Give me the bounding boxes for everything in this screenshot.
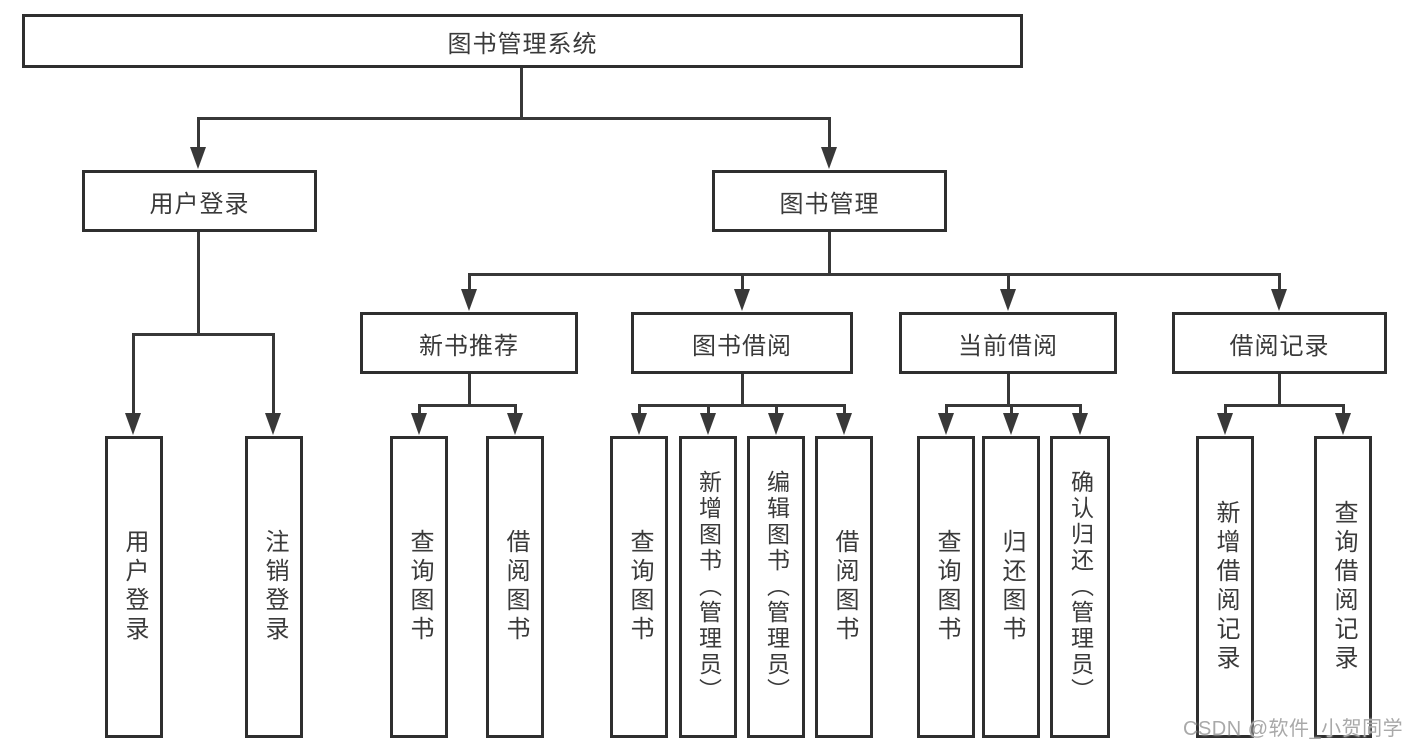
connector-user-login-rail: [132, 333, 275, 336]
connector-leaf-drop: [945, 404, 948, 415]
arrow-down-icon: [1335, 413, 1351, 435]
leaf-query-book-borrowing: 查询图书: [610, 436, 668, 738]
csdn-watermark: CSDN @软件_小贺同学: [1183, 718, 1404, 740]
node-label: 确认归还（管理员）: [1067, 470, 1094, 704]
connector-user-login-stem: [197, 232, 200, 336]
arrow-down-icon: [265, 413, 281, 435]
connector-leaf-drop: [707, 404, 710, 415]
node-user-login-branch: 用户登录: [82, 170, 317, 232]
connector-root-rail: [197, 117, 831, 120]
arrow-down-icon: [507, 413, 523, 435]
node-book-management-branch: 图书管理: [712, 170, 947, 232]
arrow-down-icon: [1000, 289, 1016, 311]
node-label: 借阅图书: [831, 529, 858, 645]
node-label: 新增图书（管理员）: [695, 470, 722, 704]
node-label: 图书管理系统: [447, 30, 598, 58]
node-label: 查询借阅记录: [1330, 500, 1357, 674]
leaf-edit-book-admin: 编辑图书（管理员）: [747, 436, 805, 738]
connector-leaf-drop: [843, 404, 846, 415]
arrow-down-icon: [836, 413, 852, 435]
node-label: 查询图书: [626, 529, 653, 645]
node-label: 图书借阅: [692, 332, 792, 360]
connector-to-book-management: [828, 117, 831, 149]
arrow-down-icon: [1003, 413, 1019, 435]
node-label: 归还图书: [998, 529, 1025, 645]
connector-to-book-borrow: [741, 273, 744, 291]
connector-leaf-drop: [775, 404, 778, 415]
connector-to-logout-leaf: [272, 333, 275, 415]
connector-borrow-record-rail: [1224, 404, 1344, 407]
connector-to-user-login: [197, 117, 200, 149]
arrow-down-icon: [1072, 413, 1088, 435]
leaf-add-borrow-record: 新增借阅记录: [1196, 436, 1254, 738]
node-borrowing-records: 借阅记录: [1172, 312, 1387, 374]
leaf-query-book-current: 查询图书: [917, 436, 975, 738]
leaf-query-borrow-record: 查询借阅记录: [1314, 436, 1372, 738]
node-new-book-recommend: 新书推荐: [360, 312, 578, 374]
connector-current-borrow-rail: [945, 404, 1082, 407]
arrow-down-icon: [411, 413, 427, 435]
arrow-down-icon: [125, 413, 141, 435]
connector-to-current-borrow: [1007, 273, 1010, 291]
connector-leaf-drop: [418, 404, 421, 415]
leaf-return-book: 归还图书: [982, 436, 1040, 738]
arrow-down-icon: [938, 413, 954, 435]
arrow-down-icon: [631, 413, 647, 435]
node-label: 新增借阅记录: [1212, 500, 1239, 674]
connector-root-stem: [520, 68, 523, 118]
leaf-borrow-book: 借阅图书: [815, 436, 873, 738]
node-root-library-system: 图书管理系统: [22, 14, 1023, 68]
connector-to-borrow-record: [1278, 273, 1281, 291]
node-book-borrowing: 图书借阅: [631, 312, 853, 374]
node-label: 查询图书: [933, 529, 960, 645]
leaf-add-book-admin: 新增图书（管理员）: [679, 436, 737, 738]
connector-borrow-record-stem: [1278, 374, 1281, 407]
leaf-logout: 注销登录: [245, 436, 303, 738]
node-label: 借阅图书: [502, 529, 529, 645]
connector-book-mgmt-stem: [828, 232, 831, 276]
connector-leaf-drop: [1079, 404, 1082, 415]
connector-leaf-drop: [1342, 404, 1345, 415]
connector-leaf-drop: [1224, 404, 1227, 415]
arrow-down-icon: [461, 289, 477, 311]
connector-book-mgmt-rail: [468, 273, 1281, 276]
leaf-query-book-recommend: 查询图书: [390, 436, 448, 738]
node-label: 图书管理: [779, 190, 880, 218]
connector-leaf-drop: [514, 404, 517, 415]
leaf-confirm-return-admin: 确认归还（管理员）: [1050, 436, 1110, 738]
connector-new-book-stem: [468, 374, 471, 407]
node-label: 借阅记录: [1229, 332, 1330, 360]
arrow-down-icon: [1217, 413, 1233, 435]
node-label: 查询图书: [406, 529, 433, 645]
connector-to-new-book: [468, 273, 471, 291]
connector-leaf-drop: [1010, 404, 1013, 415]
connector-current-borrow-stem: [1007, 374, 1010, 407]
connector-book-borrow-rail: [638, 404, 846, 407]
connector-book-borrow-stem: [741, 374, 744, 407]
leaf-user-login: 用户登录: [105, 436, 163, 738]
arrow-down-icon: [768, 413, 784, 435]
arrow-down-icon: [734, 289, 750, 311]
arrow-down-icon: [700, 413, 716, 435]
arrow-down-icon: [821, 147, 837, 169]
connector-new-book-rail: [418, 404, 517, 407]
node-label: 用户登录: [149, 190, 250, 218]
connector-to-login-leaf: [132, 333, 135, 415]
leaf-borrow-book-recommend: 借阅图书: [486, 436, 544, 738]
node-label: 当前借阅: [958, 332, 1058, 360]
node-current-borrowing: 当前借阅: [899, 312, 1117, 374]
arrow-down-icon: [190, 147, 206, 169]
arrow-down-icon: [1271, 289, 1287, 311]
node-label: 编辑图书（管理员）: [763, 470, 790, 704]
node-label: 用户登录: [121, 529, 148, 645]
node-label: 注销登录: [261, 529, 288, 645]
node-label: 新书推荐: [419, 332, 519, 360]
connector-leaf-drop: [638, 404, 641, 415]
